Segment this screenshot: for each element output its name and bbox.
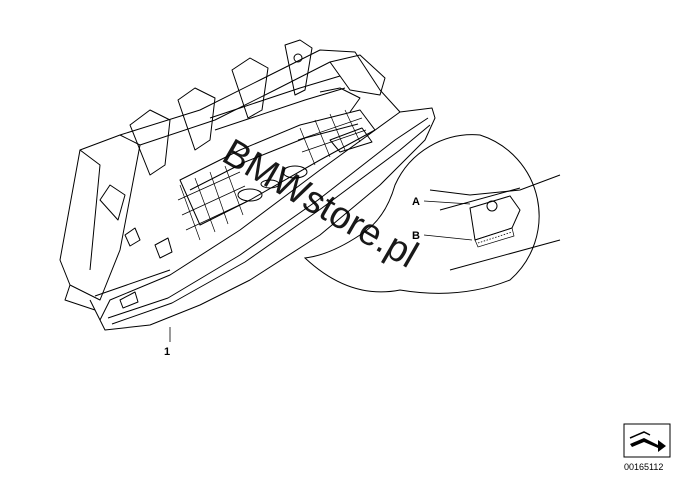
callout-label-1: 1 <box>164 346 170 358</box>
detail-magnifier <box>303 134 561 294</box>
arrow-nav-icon[interactable] <box>623 423 671 458</box>
callout-label-b: B <box>412 230 420 242</box>
leader-lines-detail <box>423 200 473 241</box>
glove-box-part-drawing <box>59 39 436 331</box>
callout-label-a: A <box>412 196 420 208</box>
catalog-number: 00165112 <box>624 462 663 472</box>
